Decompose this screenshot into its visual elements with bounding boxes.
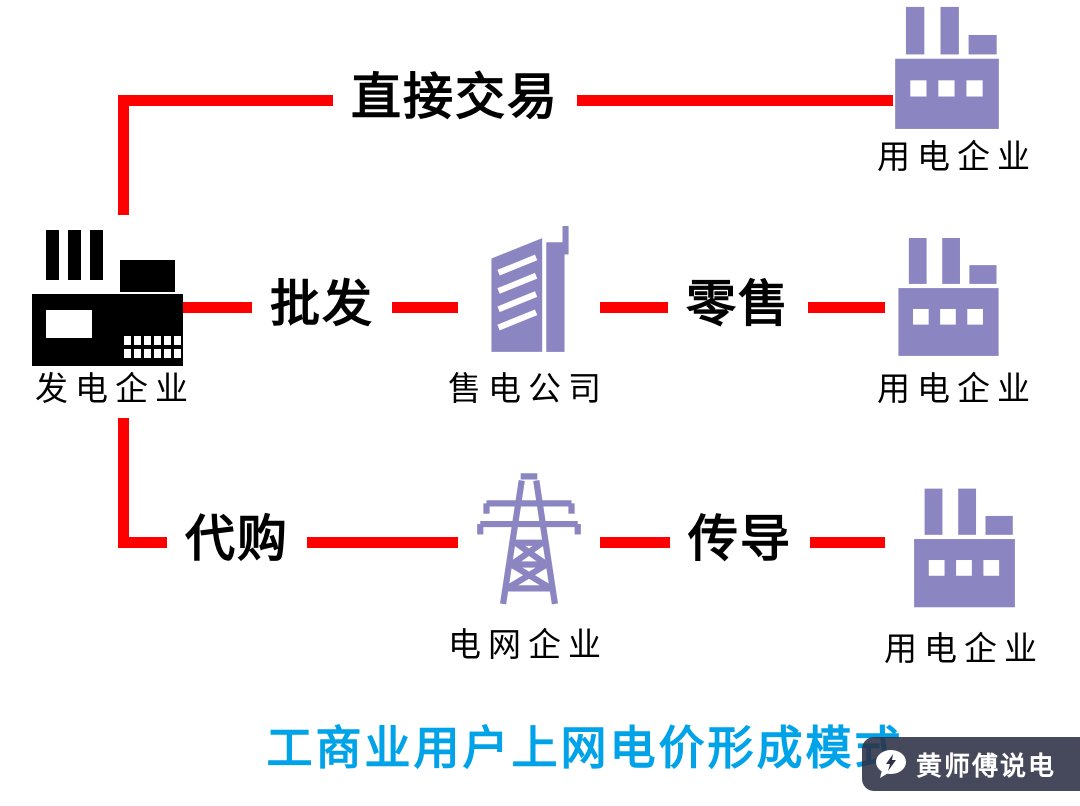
node-label-generator: 发电企业 bbox=[35, 372, 195, 408]
edge-label-direct: 直接交易 bbox=[333, 67, 577, 127]
watermark-badge: 黄师傅说电 bbox=[862, 737, 1080, 791]
connector-proxy-vertical bbox=[118, 418, 129, 548]
node-label-grid: 电网企业 bbox=[448, 628, 608, 664]
power-plant-icon bbox=[30, 228, 185, 368]
factory-icon-bottom bbox=[912, 488, 1017, 610]
factory-icon-mid bbox=[896, 238, 1001, 358]
watermark-text: 黄师傅说电 bbox=[916, 750, 1057, 781]
edge-label-conduct: 传导 bbox=[670, 509, 810, 569]
chat-bubble-icon bbox=[874, 748, 908, 780]
node-label-user-top: 用电企业 bbox=[877, 140, 1037, 176]
diagram-title: 工商业用户上网电价形成模式 bbox=[266, 722, 904, 774]
factory-icon-top bbox=[893, 5, 1001, 133]
office-building-icon bbox=[458, 226, 600, 358]
edge-label-retail: 零售 bbox=[668, 274, 808, 334]
connector-direct-vertical bbox=[118, 95, 129, 215]
edge-label-proxy: 代购 bbox=[167, 509, 307, 569]
node-label-user-mid: 用电企业 bbox=[877, 372, 1037, 408]
transmission-tower-icon bbox=[458, 466, 600, 606]
node-label-user-bottom: 用电企业 bbox=[884, 632, 1044, 668]
node-label-seller: 售电公司 bbox=[448, 372, 608, 408]
edge-label-wholesale: 批发 bbox=[252, 274, 392, 334]
